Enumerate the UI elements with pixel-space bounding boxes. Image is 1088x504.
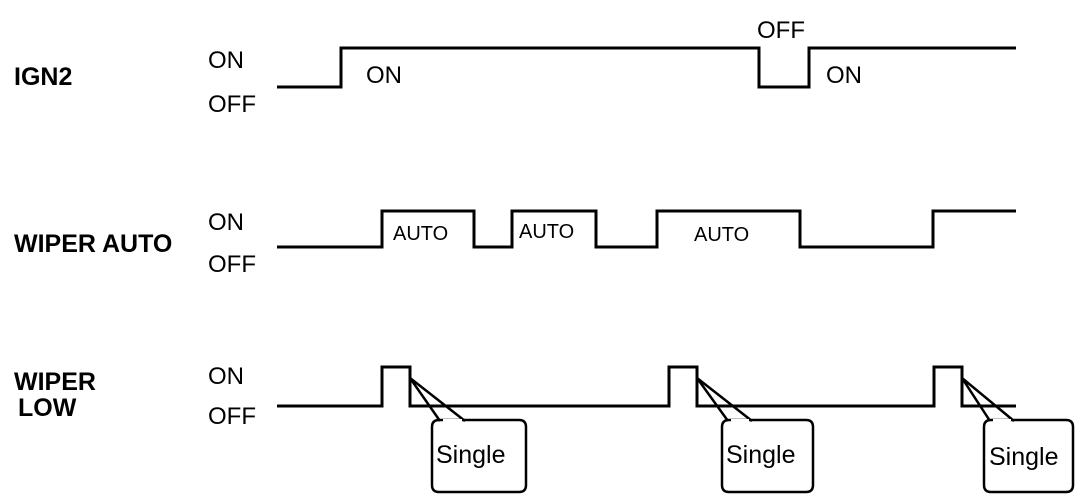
waveform-wiper-low xyxy=(277,365,1016,408)
callout-single-2: Single xyxy=(695,377,815,494)
on-label-ign2: ON xyxy=(208,47,244,74)
signal-wiper-low: WIPER LOW ON OFF Single Single Single xyxy=(14,363,1075,494)
callout-label-1: Single xyxy=(436,441,506,469)
pulse-label-ign2-on-2: ON xyxy=(826,62,862,89)
signal-name-wiper-low-line2: LOW xyxy=(18,394,77,422)
signal-name-ign2: IGN2 xyxy=(14,63,72,91)
pulse-label-auto-1: AUTO xyxy=(393,223,448,245)
on-label-wiper-low: ON xyxy=(208,363,244,390)
pulse-label-auto-3: AUTO xyxy=(694,224,749,246)
waveform-wiper-auto xyxy=(277,209,1016,249)
off-label-ign2: OFF xyxy=(208,91,256,118)
signal-ign2: IGN2 ON OFF ON OFF ON xyxy=(14,17,1016,118)
callout-label-3: Single xyxy=(989,443,1059,471)
callout-label-2: Single xyxy=(726,441,796,469)
pulse-label-ign2-on-1: ON xyxy=(366,62,402,89)
on-label-wiper-auto: ON xyxy=(208,209,244,236)
off-label-wiper-low: OFF xyxy=(208,403,256,430)
callout-single-3: Single xyxy=(960,377,1075,494)
signal-name-wiper-low-line1: WIPER xyxy=(14,368,96,396)
off-label-wiper-auto: OFF xyxy=(208,251,256,278)
signal-name-wiper-auto: WIPER AUTO xyxy=(14,230,172,258)
pulse-label-ign2-off: OFF xyxy=(757,17,805,44)
pulse-label-auto-2: AUTO xyxy=(519,221,574,243)
waveform-ign2 xyxy=(277,46,1016,89)
signal-wiper-auto: WIPER AUTO ON OFF AUTO AUTO AUTO xyxy=(14,209,1016,278)
callout-single-1: Single xyxy=(408,377,528,494)
